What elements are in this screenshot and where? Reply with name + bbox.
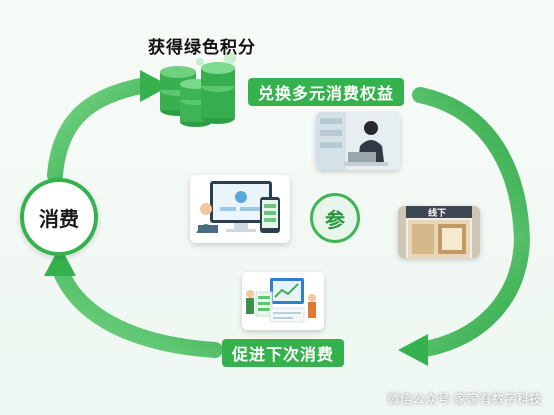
photo-laptop-user	[316, 112, 400, 170]
presentation-illustration	[242, 272, 324, 330]
node-consumption: 消费	[20, 178, 98, 256]
arrow-left-to-top	[47, 77, 153, 183]
arrowhead-left	[44, 246, 76, 276]
step-redeem-benefits: 兑换多元消费权益	[248, 78, 405, 106]
store-sign-text: 线下	[428, 209, 447, 219]
watermark-text: 微信公众号·家家有数字科技	[387, 392, 542, 406]
store-image	[398, 206, 480, 258]
photo-offline-store: 线下	[398, 206, 480, 258]
devices-illustration	[190, 175, 290, 243]
coin-stack-icon	[160, 52, 236, 127]
step-next-consumption: 促进下次消费	[222, 339, 345, 367]
arrow-top-to-right	[412, 87, 530, 248]
diagram-title: 获得绿色积分	[148, 38, 256, 58]
arrowhead-bottom-right	[398, 334, 428, 366]
illustration-presentation	[242, 272, 324, 330]
arrowhead-top-left	[140, 70, 170, 102]
participate-badge: 参	[310, 193, 360, 243]
laptop-user-image	[316, 112, 400, 170]
arrow-right-down	[412, 232, 530, 358]
arrow-bottom-to-left	[52, 262, 223, 358]
illustration-devices	[190, 175, 290, 243]
